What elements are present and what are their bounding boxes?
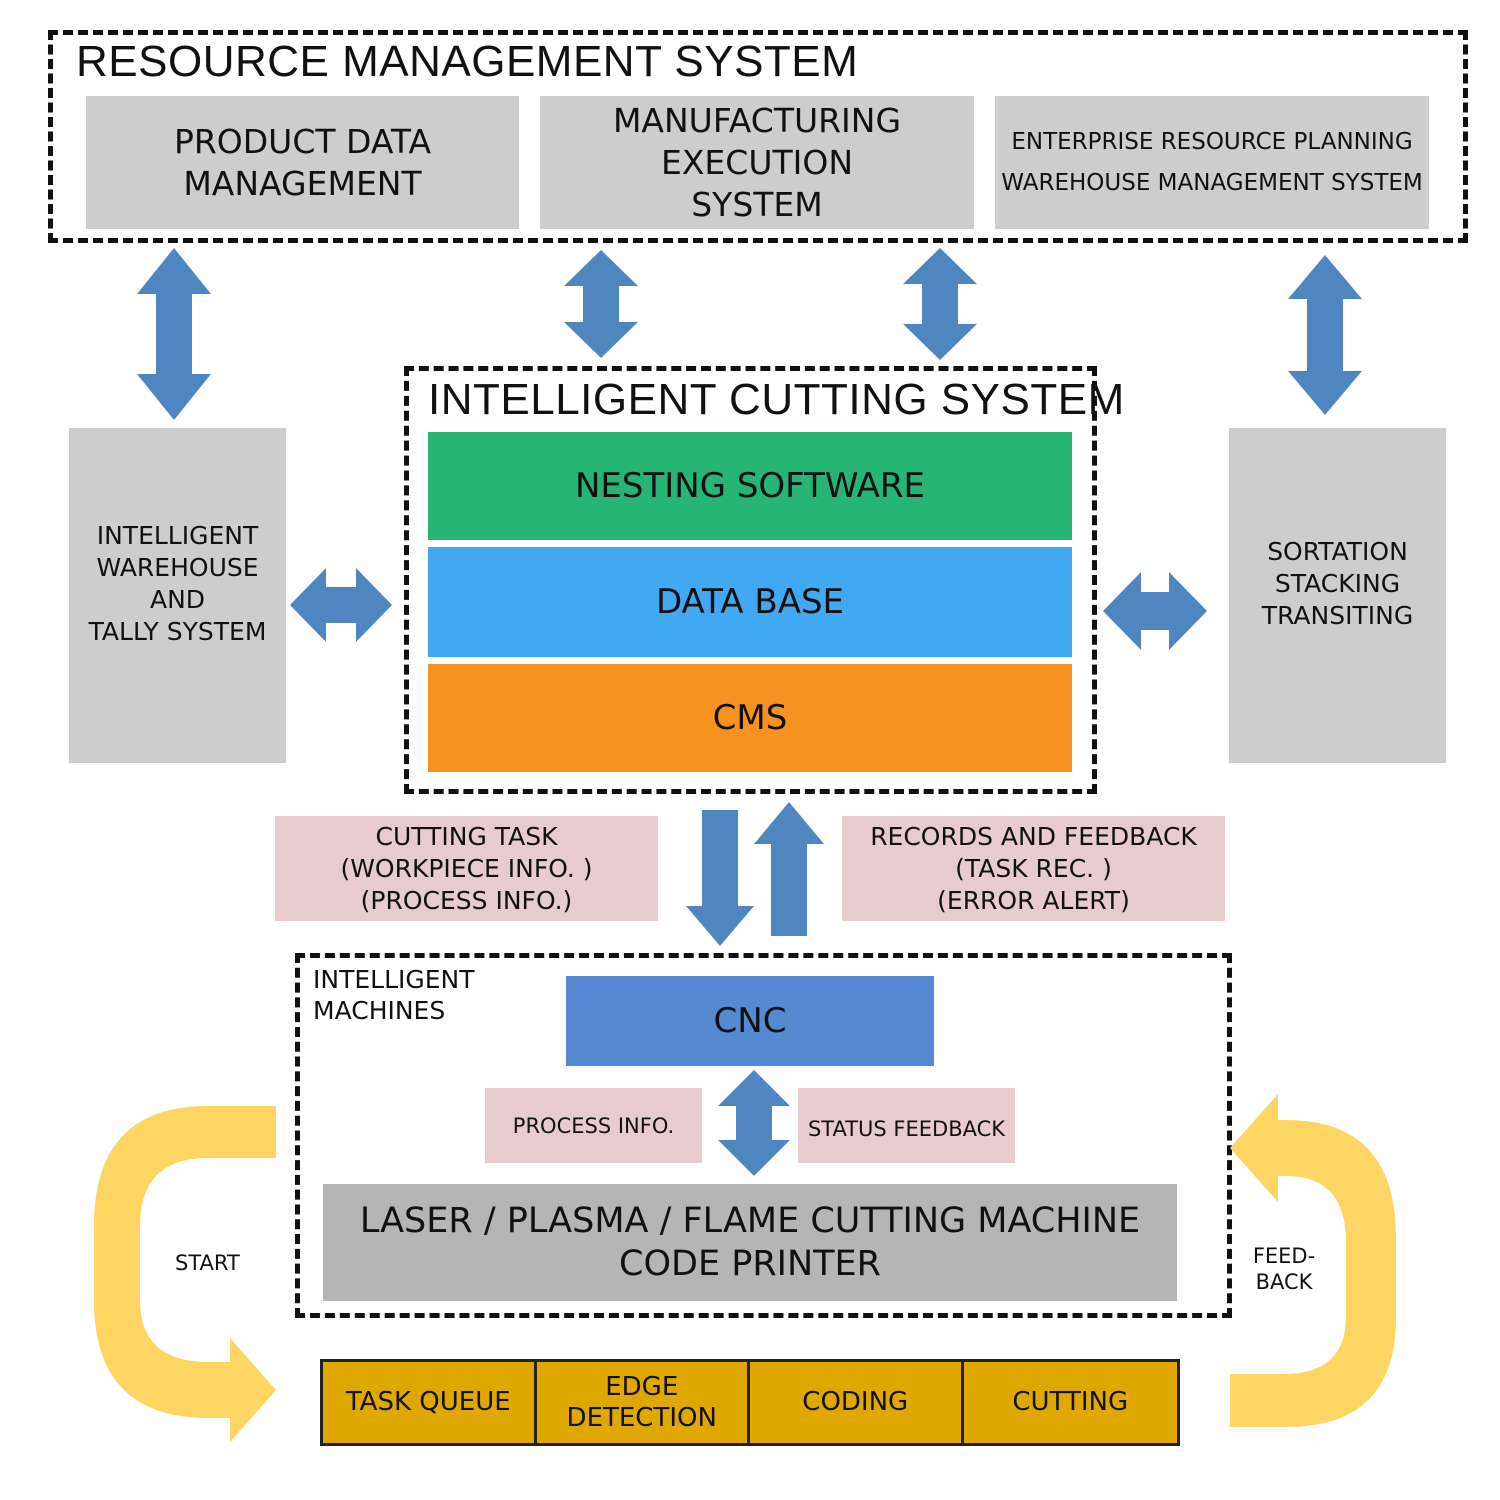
arrow-shape	[686, 810, 754, 946]
double-arrow-icon-mes	[564, 250, 638, 358]
product-data-management-box: PRODUCT DATA MANAGEMENT	[86, 96, 519, 229]
arrow-shape	[564, 250, 638, 358]
sortation-line-1: SORTATION	[1267, 537, 1408, 566]
manufacturing-execution-system-box: MANUFACTURING EXECUTION SYSTEM	[540, 96, 974, 229]
mes-line-1: MANUFACTURING	[612, 100, 902, 140]
stage-task-queue-label: TASK QUEUE	[345, 1387, 511, 1417]
stage-task-queue: TASK QUEUE	[323, 1362, 537, 1443]
double-arrow-icon-pdm	[137, 248, 211, 420]
feedback-line-2: BACK	[1255, 1270, 1313, 1294]
stage-edge-detection: EDGE DETECTION	[536, 1362, 750, 1443]
records-feedback-label: RECORDS AND FEEDBACK (TASK REC. ) (ERROR…	[842, 816, 1225, 921]
mes-line-2: EXECUTION	[660, 142, 854, 182]
mes-line-3: SYSTEM	[691, 184, 823, 224]
stage-coding: CODING	[750, 1362, 964, 1443]
arrow-shape	[903, 248, 977, 360]
arrow-shape	[137, 248, 211, 420]
sortation-box: SORTATION STACKING TRANSITING	[1229, 428, 1446, 763]
process-info-label: PROCESS INFO.	[485, 1088, 702, 1163]
cutting-task-line-3: (PROCESS INFO.)	[360, 885, 573, 915]
double-arrow-icon-wms	[1288, 255, 1362, 415]
cms-layer: CMS	[428, 664, 1072, 772]
up-arrow-icon	[754, 802, 824, 936]
warehouse-line-2: WAREHOUSE	[96, 553, 259, 582]
machine-line-1: LASER / PLASMA / FLAME CUTTING MACHINE	[359, 1200, 1141, 1241]
stage-cutting: CUTTING	[963, 1362, 1177, 1443]
pdm-line-1: PRODUCT DATA	[173, 121, 432, 161]
stage-cutting-label: CUTTING	[1012, 1387, 1129, 1417]
database-layer: DATA BASE	[428, 547, 1072, 657]
warehouse-line-3: AND	[149, 585, 206, 614]
cnc-box: CNC	[566, 976, 934, 1066]
arrow-shape	[1288, 255, 1362, 415]
erp-line: ENTERPRISE RESOURCE PLANNING	[1011, 128, 1413, 155]
machines-title-line-1: INTELLIGENT	[313, 965, 475, 994]
cms-label: CMS	[712, 698, 788, 738]
stage-edge-detection-line-1: EDGE	[605, 1371, 679, 1402]
arrow-shape	[1230, 1094, 1396, 1427]
arrow-shape	[290, 568, 392, 642]
resource-management-system-frame	[48, 30, 1468, 243]
warehouse-line-1: INTELLIGENT	[96, 521, 259, 550]
cutting-task-line-2: (WORKPIECE INFO. )	[340, 853, 593, 883]
process-stages-bar: TASK QUEUE EDGE DETECTION CODING CUTTING	[320, 1359, 1180, 1446]
feedback-line-1: FEED-	[1252, 1244, 1316, 1268]
start-label: START	[175, 1251, 240, 1275]
feedback-loop-arrow-icon	[1230, 1094, 1396, 1427]
pdm-line-2: MANAGEMENT	[183, 163, 422, 203]
feedback-label: FEED- BACK	[1244, 1243, 1324, 1295]
arrow-shape	[718, 1070, 790, 1176]
machine-line-2: CODE PRINTER	[619, 1243, 881, 1284]
nesting-software-label: NESTING SOFTWARE	[574, 466, 926, 506]
cnc-double-arrow-icon	[718, 1070, 790, 1176]
warehouse-line-4: TALLY SYSTEM	[88, 617, 267, 646]
arrow-shape	[754, 802, 824, 936]
double-arrow-icon-erp	[903, 248, 977, 360]
process-info-text: PROCESS INFO.	[512, 1113, 675, 1138]
arrow-shape	[94, 1106, 276, 1442]
records-line-2: (TASK REC. )	[955, 853, 1112, 883]
sortation-line-2: STACKING	[1274, 569, 1401, 598]
stage-edge-detection-line-2: DETECTION	[566, 1402, 717, 1433]
down-arrow-icon	[686, 810, 754, 946]
intelligent-cutting-system-title: INTELLIGENT CUTTING SYSTEM	[428, 375, 1125, 424]
intelligent-machines-frame	[295, 953, 1232, 1318]
wms-line: WAREHOUSE MANAGEMENT SYSTEM	[1001, 169, 1423, 196]
erp-wms-box: ENTERPRISE RESOURCE PLANNING WAREHOUSE M…	[995, 96, 1429, 229]
status-feedback-text: STATUS FEEDBACK	[807, 1116, 1006, 1141]
database-label: DATA BASE	[655, 582, 845, 622]
status-feedback-label: STATUS FEEDBACK	[798, 1088, 1015, 1163]
stage-coding-label: CODING	[802, 1387, 909, 1417]
resource-management-title: RESOURCE MANAGEMENT SYSTEM	[76, 37, 859, 86]
horizontal-double-arrow-icon-right	[1103, 572, 1207, 650]
intelligent-warehouse-box: INTELLIGENT WAREHOUSE AND TALLY SYSTEM	[69, 428, 286, 763]
cutting-machine-box: LASER / PLASMA / FLAME CUTTING MACHINE C…	[323, 1184, 1177, 1301]
sortation-line-3: TRANSITING	[1261, 601, 1414, 630]
cutting-task-line-1: CUTTING TASK	[375, 821, 558, 851]
start-loop-arrow-icon	[94, 1106, 276, 1442]
cutting-task-label: CUTTING TASK (WORKPIECE INFO. ) (PROCESS…	[275, 816, 658, 921]
horizontal-double-arrow-icon-left	[290, 568, 392, 642]
machines-title-line-2: MACHINES	[313, 996, 446, 1025]
cnc-label: CNC	[713, 1001, 787, 1041]
records-line-1: RECORDS AND FEEDBACK	[870, 821, 1197, 851]
records-line-3: (ERROR ALERT)	[937, 885, 1130, 915]
nesting-software-layer: NESTING SOFTWARE	[428, 432, 1072, 540]
intelligent-cutting-system-frame	[404, 366, 1097, 794]
arrow-shape	[1103, 572, 1207, 650]
intelligent-machines-title: INTELLIGENT MACHINES	[313, 964, 475, 1026]
